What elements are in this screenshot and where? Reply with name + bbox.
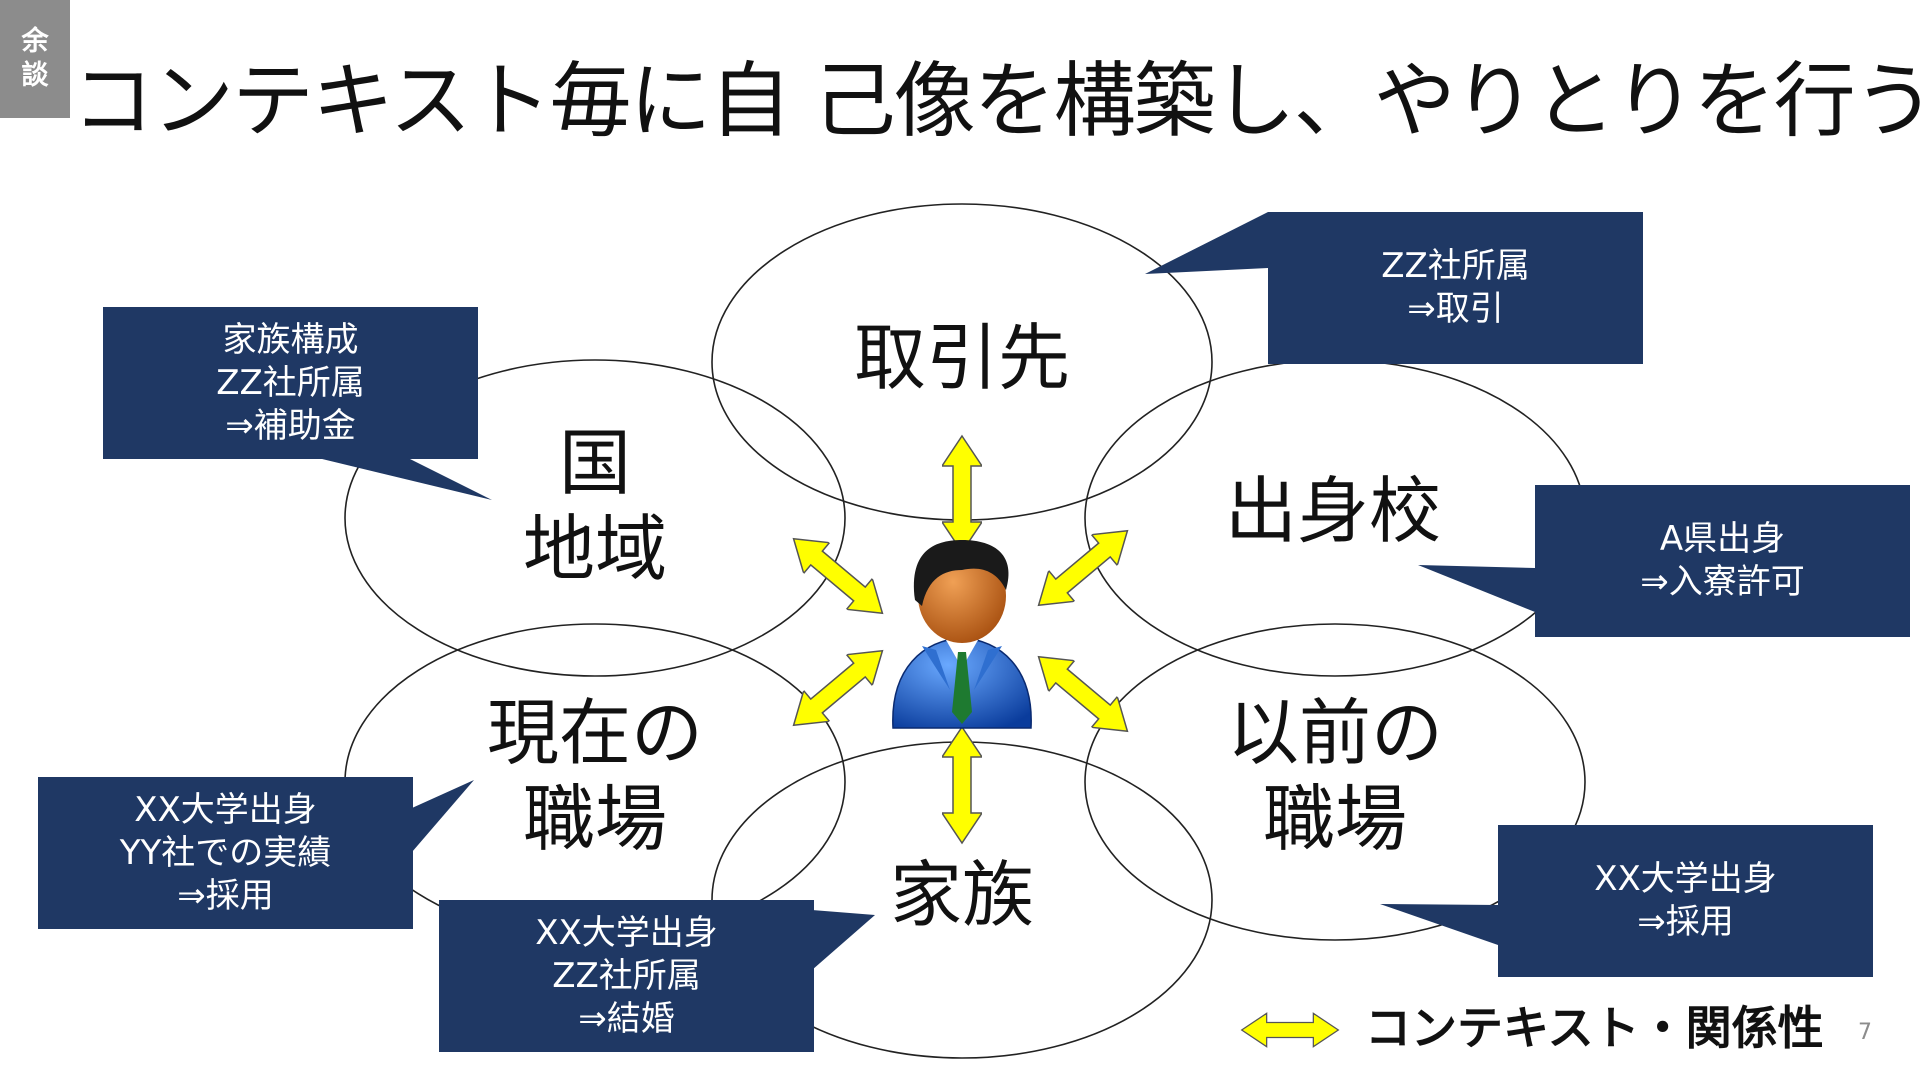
context-country-line1: 国 xyxy=(558,421,631,505)
page-number: 7 xyxy=(1858,1020,1872,1045)
context-country-line2: 地域 xyxy=(522,507,667,591)
callout-line: 家族構成 xyxy=(222,319,359,360)
section-tag-line1: 余 xyxy=(21,26,49,57)
pointer-previous-work xyxy=(1380,904,1498,945)
callout-line: ⇒取引 xyxy=(1407,289,1504,329)
context-family: 家族 xyxy=(889,853,1034,937)
businessman-icon xyxy=(892,540,1032,729)
context-alma-mater: 出身校 xyxy=(1224,469,1441,553)
arrow-client xyxy=(942,435,982,553)
context-country: 国 地域 xyxy=(495,420,695,592)
callout-line: ⇒補助金 xyxy=(225,405,356,446)
pointer-family xyxy=(812,910,875,970)
pointer-country xyxy=(318,458,492,500)
callout-line: XX大学出身 xyxy=(134,789,317,830)
arrow-alma-mater xyxy=(1024,514,1142,622)
pointer-client xyxy=(1145,212,1268,274)
callout-line: ⇒採用 xyxy=(177,875,274,916)
callout-country: 家族構成 ZZ社所属 ⇒補助金 xyxy=(103,307,478,459)
callout-alma-mater: A県出身 ⇒入寮許可 xyxy=(1535,485,1910,637)
callout-previous-work: XX大学出身 ⇒採用 xyxy=(1498,825,1873,977)
ellipse-country xyxy=(344,359,846,677)
legend-label: コンテキスト・関係性 xyxy=(1365,1001,1824,1055)
section-tag-line2: 談 xyxy=(21,60,49,91)
callout-line: XX大学出身 xyxy=(1594,859,1777,899)
context-current-work: 現在の 職場 xyxy=(470,690,720,862)
arrow-family xyxy=(942,726,982,844)
callout-line: A県出身 xyxy=(1659,519,1786,559)
callout-line: ZZ社所属 xyxy=(216,362,365,403)
context-current-work-line1: 現在の xyxy=(486,691,703,775)
context-previous-work: 以前の 職場 xyxy=(1210,690,1460,862)
callout-line: ⇒結婚 xyxy=(578,998,675,1039)
context-previous-work-line1: 以前の xyxy=(1226,691,1443,775)
callout-line: ZZ社所属 xyxy=(552,955,701,996)
pointer-alma-mater xyxy=(1418,565,1535,612)
callout-line: ⇒入寮許可 xyxy=(1640,562,1805,602)
context-client: 取引先 xyxy=(853,316,1070,400)
arrow-previous-work xyxy=(1024,640,1142,748)
pointer-current-work xyxy=(412,780,474,852)
callout-family: XX大学出身 ZZ社所属 ⇒結婚 xyxy=(439,900,814,1052)
context-previous-work-line2: 職場 xyxy=(1262,777,1407,861)
callout-line: ⇒採用 xyxy=(1637,902,1734,942)
callout-client: ZZ社所属 ⇒取引 xyxy=(1268,212,1643,364)
page-title: コンテキスト毎に自 己像を構築し、やりとりを行う xyxy=(72,54,1920,149)
ellipse-previous-work xyxy=(1084,623,1586,941)
callout-line: YY社での実績 xyxy=(119,832,332,873)
legend-arrow-icon xyxy=(1240,1012,1340,1048)
section-tag: 余 談 xyxy=(0,0,70,118)
callout-current-work: XX大学出身 YY社での実績 ⇒採用 xyxy=(38,777,413,929)
context-current-work-line2: 職場 xyxy=(522,777,667,861)
arrow-country xyxy=(779,522,897,630)
callout-line: ZZ社所属 xyxy=(1381,246,1530,286)
arrow-current-work xyxy=(779,634,897,742)
callout-line: XX大学出身 xyxy=(535,912,718,953)
